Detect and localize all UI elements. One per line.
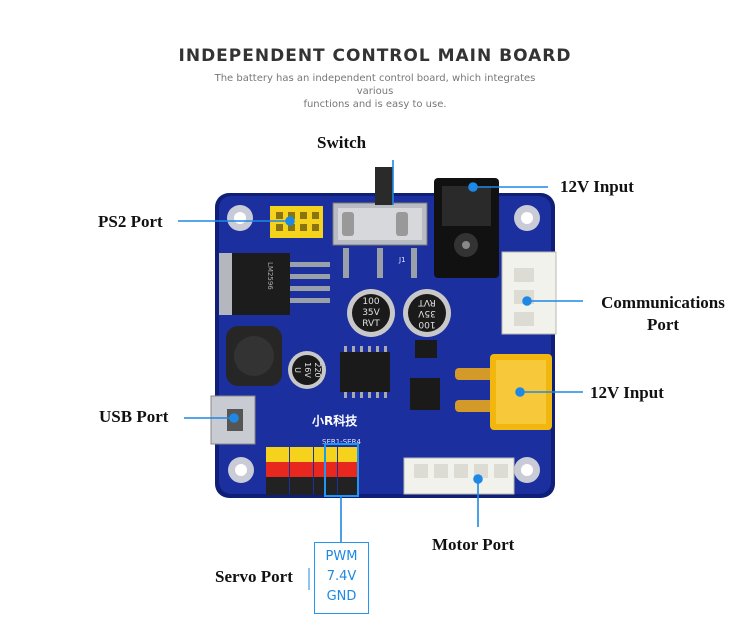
motor-connector bbox=[403, 457, 515, 495]
svg-text:35V: 35V bbox=[417, 308, 435, 318]
label-communications-line2: Port bbox=[646, 315, 680, 334]
capacitor-left: 100 35V RVT bbox=[347, 289, 395, 337]
servo-pin-gnd: GND bbox=[326, 589, 357, 604]
voltage-regulator: LM2596 bbox=[219, 253, 330, 315]
svg-text:220: 220 bbox=[313, 362, 322, 377]
svg-text:LM2596: LM2596 bbox=[266, 262, 274, 290]
label-12v-input-right: 12V Input bbox=[590, 383, 664, 402]
slide-switch: J1 bbox=[332, 167, 428, 278]
svg-text:SER1-SER4: SER1-SER4 bbox=[322, 438, 361, 446]
subtitle-line-2: functions and is easy to use. bbox=[303, 99, 447, 110]
svg-text:RVT: RVT bbox=[362, 319, 380, 329]
communications-connector bbox=[501, 251, 557, 335]
mounting-hole-bottom-right bbox=[514, 457, 540, 483]
mounting-hole-top-right bbox=[514, 205, 540, 231]
leader-12v-top-dot bbox=[468, 182, 478, 192]
label-switch: Switch bbox=[317, 133, 367, 152]
inductor bbox=[226, 326, 282, 386]
servo-pinout-box: PWM 7.4V GND bbox=[314, 542, 369, 614]
leader-usb-dot bbox=[229, 413, 239, 423]
svg-text:U: U bbox=[293, 367, 302, 373]
svg-text:100: 100 bbox=[362, 297, 379, 307]
label-communications-line1: Communications bbox=[601, 293, 725, 312]
ic-small bbox=[415, 340, 437, 358]
mounting-hole-bottom-left bbox=[228, 457, 254, 483]
page-title: INDEPENDENT CONTROL MAIN BOARD bbox=[178, 46, 572, 66]
mounting-holes bbox=[227, 205, 540, 483]
leader-motor-dot bbox=[473, 474, 483, 484]
label-usb-port: USB Port bbox=[99, 407, 169, 426]
mounting-hole-top-left bbox=[227, 205, 253, 231]
dc-jack bbox=[434, 178, 499, 278]
label-12v-input-top: 12V Input bbox=[560, 177, 634, 196]
svg-text:35V: 35V bbox=[362, 308, 380, 318]
label-servo-port: Servo Port bbox=[215, 567, 293, 586]
label-ps2-port: PS2 Port bbox=[98, 212, 163, 231]
servo-headers: SER1-SER4 bbox=[266, 438, 361, 497]
ic-driver bbox=[410, 378, 440, 410]
capacitor-right: 100 35V RVT bbox=[403, 289, 451, 337]
leader-ps2-dot bbox=[285, 216, 295, 226]
leader-communications-dot bbox=[522, 296, 532, 306]
svg-text:100: 100 bbox=[418, 319, 435, 329]
leader-lines bbox=[178, 160, 583, 590]
servo-pin-voltage: 7.4V bbox=[326, 569, 357, 584]
leader-12v-right-dot bbox=[515, 387, 525, 397]
servo-pin-pwm: PWM bbox=[325, 549, 358, 564]
capacitor-small: 220 16V U bbox=[288, 351, 326, 389]
label-motor-port: Motor Port bbox=[432, 535, 515, 554]
j1-silk: J1 bbox=[398, 256, 406, 264]
page-subtitle: The battery has an independent control b… bbox=[195, 72, 555, 111]
svg-text:RVT: RVT bbox=[418, 297, 436, 307]
subtitle-line-1: The battery has an independent control b… bbox=[214, 73, 536, 97]
brand-logo: 小R科技 bbox=[312, 413, 358, 428]
label-communications-port: Communications Port bbox=[588, 293, 738, 335]
ps2-header bbox=[270, 206, 323, 238]
svg-text:16V: 16V bbox=[303, 362, 312, 378]
ic-main bbox=[340, 346, 390, 398]
